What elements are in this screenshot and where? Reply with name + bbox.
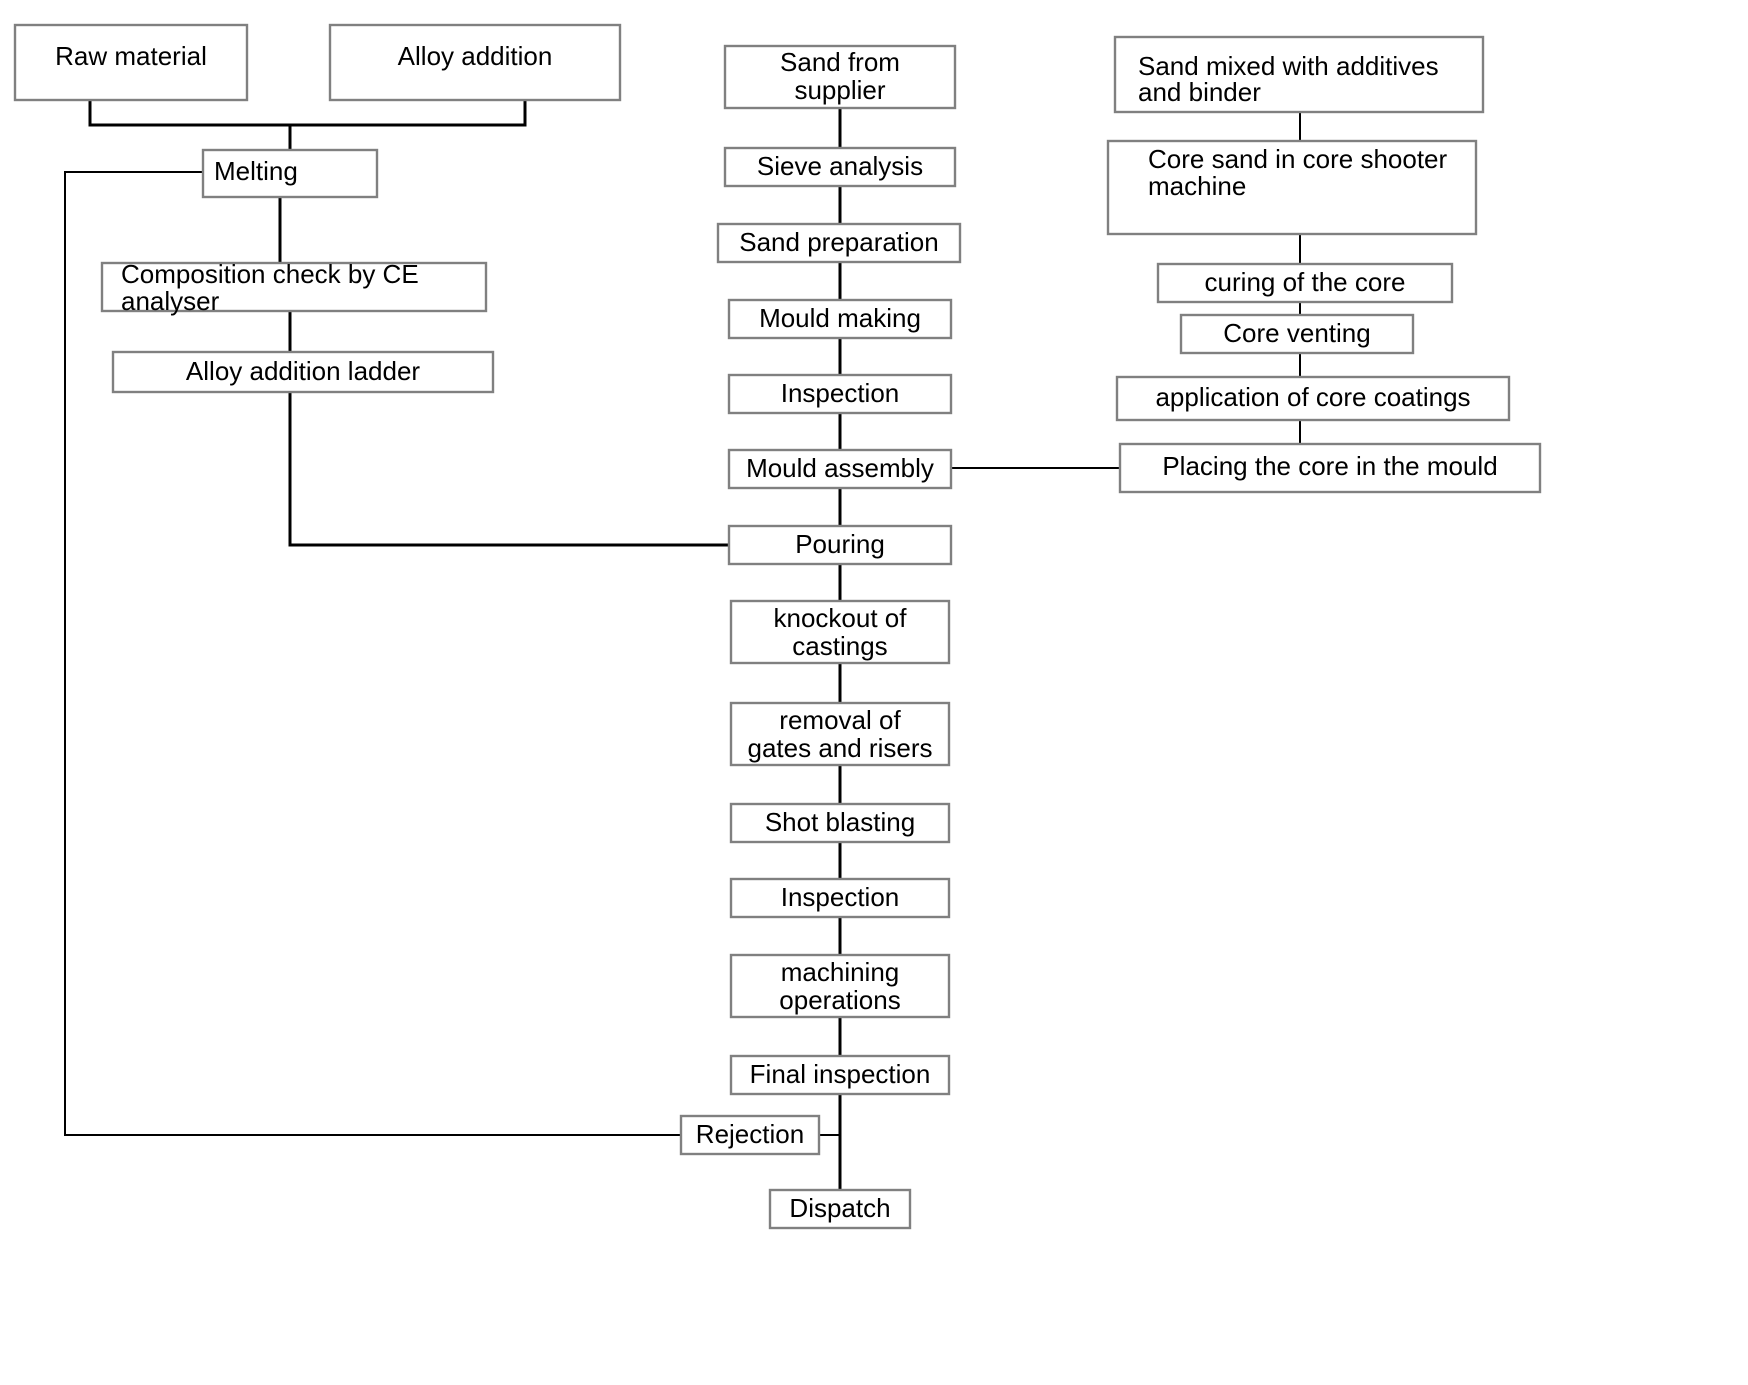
node-rejection-label: Rejection bbox=[696, 1119, 804, 1149]
node-sieve-analysis[interactable]: Sieve analysis bbox=[723, 146, 957, 188]
node-knockout-castings-line2: castings bbox=[792, 631, 887, 661]
node-sand-from-supplier[interactable]: Sand from supplier bbox=[723, 44, 957, 110]
node-dispatch-label: Dispatch bbox=[789, 1193, 890, 1223]
node-composition-check[interactable]: Composition check by CE analyser bbox=[100, 259, 488, 316]
connector-layer bbox=[64, 100, 1301, 1190]
node-core-venting-label: Core venting bbox=[1223, 318, 1370, 348]
node-core-sand-shooter-line2: machine bbox=[1148, 171, 1246, 201]
node-sand-preparation-label: Sand preparation bbox=[739, 227, 938, 257]
edge-raw-material-to-melting bbox=[88, 100, 292, 150]
node-knockout-castings-line1: knockout of bbox=[774, 603, 908, 633]
node-knockout-castings[interactable]: knockout of castings bbox=[729, 599, 951, 665]
edge-alloy-addition-to-melting bbox=[290, 100, 527, 127]
node-machining-operations[interactable]: machining operations bbox=[729, 953, 951, 1019]
node-shot-blasting-label: Shot blasting bbox=[765, 807, 915, 837]
edge-ladder-to-pouring bbox=[288, 392, 729, 547]
node-core-coatings-label: application of core coatings bbox=[1155, 382, 1470, 412]
node-placing-core-label: Placing the core in the mould bbox=[1162, 451, 1497, 481]
node-placing-core[interactable]: Placing the core in the mould bbox=[1118, 442, 1542, 494]
node-mould-making-label: Mould making bbox=[759, 303, 921, 333]
node-pouring-label: Pouring bbox=[795, 529, 885, 559]
node-removal-gates-risers-line1: removal of bbox=[779, 705, 901, 735]
node-alloy-addition[interactable]: Alloy addition bbox=[328, 23, 622, 102]
node-sand-mixed-line2: and binder bbox=[1138, 77, 1261, 107]
node-core-venting[interactable]: Core venting bbox=[1179, 313, 1415, 355]
node-final-inspection[interactable]: Final inspection bbox=[729, 1054, 951, 1096]
node-sand-from-supplier-line1: Sand from bbox=[780, 47, 900, 77]
node-alloy-addition-ladder[interactable]: Alloy addition ladder bbox=[111, 350, 495, 394]
node-removal-gates-risers-line2: gates and risers bbox=[748, 733, 933, 763]
node-alloy-addition-label: Alloy addition bbox=[398, 41, 553, 71]
node-machining-operations-line1: machining bbox=[781, 957, 900, 987]
node-sand-mixed[interactable]: Sand mixed with additives and binder bbox=[1113, 35, 1485, 114]
node-pouring[interactable]: Pouring bbox=[727, 524, 953, 566]
node-mould-assembly-label: Mould assembly bbox=[746, 453, 934, 483]
node-removal-gates-risers[interactable]: removal of gates and risers bbox=[729, 701, 951, 767]
node-sand-preparation[interactable]: Sand preparation bbox=[716, 222, 962, 264]
node-core-sand-shooter[interactable]: Core sand in core shooter machine bbox=[1106, 139, 1478, 236]
node-sieve-analysis-label: Sieve analysis bbox=[757, 151, 923, 181]
node-raw-material[interactable]: Raw material bbox=[13, 23, 249, 102]
node-sand-mixed-line1: Sand mixed with additives bbox=[1138, 51, 1439, 81]
node-dispatch[interactable]: Dispatch bbox=[768, 1188, 912, 1230]
node-final-inspection-label: Final inspection bbox=[750, 1059, 931, 1089]
node-inspection-casting-label: Inspection bbox=[781, 882, 900, 912]
node-curing-core-label: curing of the core bbox=[1205, 267, 1406, 297]
node-shot-blasting[interactable]: Shot blasting bbox=[729, 802, 951, 844]
node-layer: Raw material Alloy addition Melting Comp… bbox=[13, 23, 1542, 1230]
node-inspection-mould-label: Inspection bbox=[781, 378, 900, 408]
node-alloy-addition-ladder-label: Alloy addition ladder bbox=[186, 356, 420, 386]
node-mould-assembly[interactable]: Mould assembly bbox=[727, 448, 953, 490]
node-composition-check-line1: Composition check by CE bbox=[121, 259, 419, 289]
node-rejection[interactable]: Rejection bbox=[679, 1114, 821, 1156]
node-melting[interactable]: Melting bbox=[201, 148, 379, 199]
edge-rejection-to-melting-feedback bbox=[64, 171, 681, 1136]
node-curing-core[interactable]: curing of the core bbox=[1156, 262, 1454, 304]
node-raw-material-label: Raw material bbox=[55, 41, 207, 71]
node-melting-label: Melting bbox=[214, 156, 298, 186]
node-machining-operations-line2: operations bbox=[779, 985, 900, 1015]
node-core-sand-shooter-line1: Core sand in core shooter bbox=[1148, 144, 1448, 174]
node-inspection-casting[interactable]: Inspection bbox=[729, 877, 951, 919]
node-composition-check-line2: analyser bbox=[121, 286, 220, 316]
node-sand-from-supplier-line2: supplier bbox=[794, 75, 885, 105]
node-inspection-mould[interactable]: Inspection bbox=[727, 373, 953, 415]
node-core-coatings[interactable]: application of core coatings bbox=[1115, 375, 1511, 422]
node-mould-making[interactable]: Mould making bbox=[727, 298, 953, 340]
